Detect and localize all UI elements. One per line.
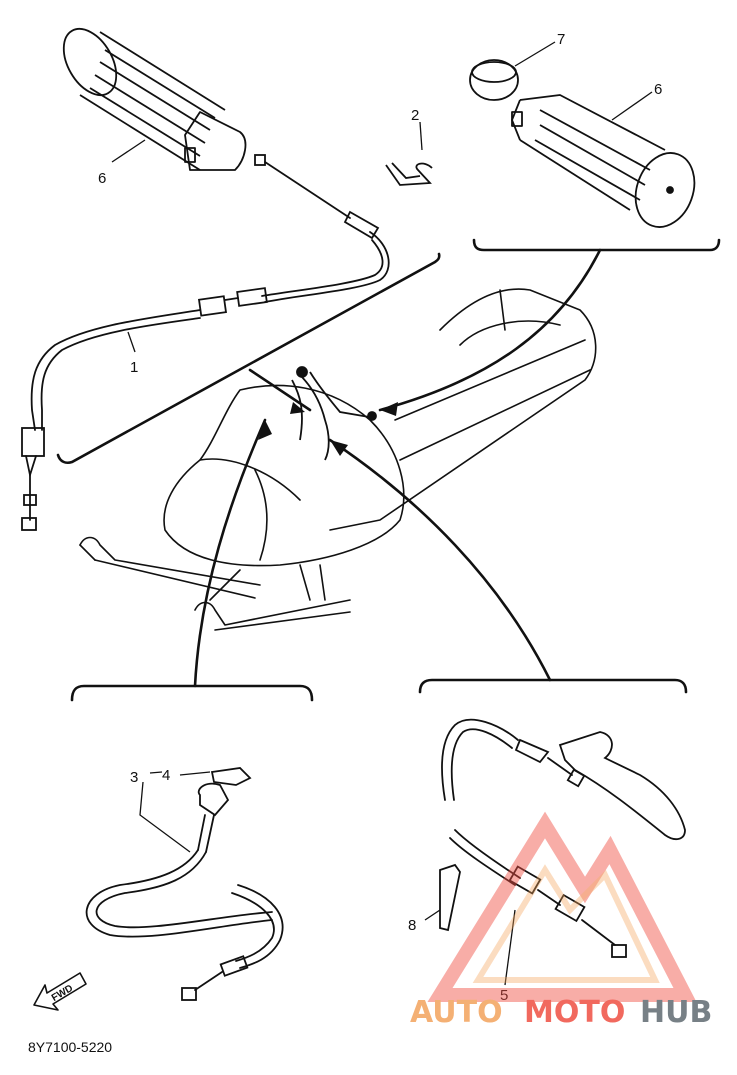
- callout-1: 1: [130, 359, 138, 376]
- callout-labels: 6 2 7 6 1 3 4 8 5: [98, 31, 662, 1004]
- choke-cable: [85, 767, 284, 1001]
- clip-part: [385, 162, 433, 186]
- callout-4: 4: [162, 767, 170, 784]
- watermark-logo-icon: [427, 811, 697, 1002]
- diagram-part-code: 8Y7100-5220: [28, 1039, 112, 1055]
- watermark-auto: AUTO: [410, 995, 503, 1030]
- handlebar-cable-junction: [291, 366, 377, 461]
- callout-8: 8: [408, 917, 416, 934]
- callout-6-left: 6: [98, 170, 106, 187]
- watermark-moto: MOTO: [524, 995, 625, 1030]
- grip-right: [469, 59, 696, 228]
- snowmobile-illustration: [79, 288, 597, 631]
- bracket-lines: [56, 238, 721, 702]
- callout-leaders: [111, 41, 653, 986]
- throttle-cable: [21, 154, 390, 531]
- callout-2: 2: [411, 107, 419, 124]
- callout-5: 5: [500, 987, 508, 1004]
- callout-3: 3: [130, 769, 138, 786]
- brake-lever-cable: [439, 718, 686, 958]
- callout-7: 7: [557, 31, 565, 48]
- fwd-label: FWD: [50, 983, 75, 1004]
- fwd-arrow: FWD: [33, 972, 87, 1011]
- automotohub-watermark: AUTO MOTO HUB: [410, 811, 712, 1030]
- watermark-hub: HUB: [640, 995, 712, 1030]
- callout-6-right: 6: [654, 81, 662, 98]
- grip-left: [62, 28, 247, 171]
